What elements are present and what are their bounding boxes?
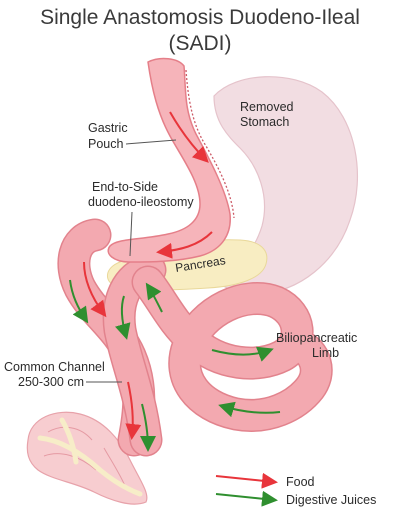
label-removed-stomach-line1: Removed [240,100,294,114]
label-removed-stomach-line2: Stomach [240,115,289,129]
label-biliopancreatic-line2: Limb [312,346,339,360]
label-gastric-pouch-line1: Gastric [88,121,128,135]
label-common-channel-line2: 250-300 cm [18,375,84,389]
leader-anastomosis [129,211,133,257]
biliopancreatic-limb-loop [133,267,332,431]
legend-food-label: Food [286,475,315,489]
legend: Food Digestive Juices [215,472,376,507]
label-anastomosis-line2: duodeno-ileostomy [88,195,194,209]
colon-shape [26,411,148,505]
label-biliopancreatic-line1: Biliopancreatic [276,331,357,345]
digestive-juice-arrows [69,279,281,452]
food-flow-arrows [83,111,213,440]
legend-juices-arrow [215,490,278,507]
label-common-channel-line1: Common Channel [4,360,105,374]
leader-gastric-pouch [125,139,177,145]
gastric-pouch-shape [107,57,231,263]
diagram-title-line2: (SADI) [169,32,232,55]
diagram-title-line1: Single Anastomosis Duodeno-Ileal [40,6,360,29]
label-anastomosis-line1: End-to-Side [92,180,158,194]
legend-juices-label: Digestive Juices [286,493,376,507]
label-gastric-pouch-line2: Pouch [88,137,123,151]
legend-food-arrow [215,472,278,489]
staple-line [185,69,235,219]
